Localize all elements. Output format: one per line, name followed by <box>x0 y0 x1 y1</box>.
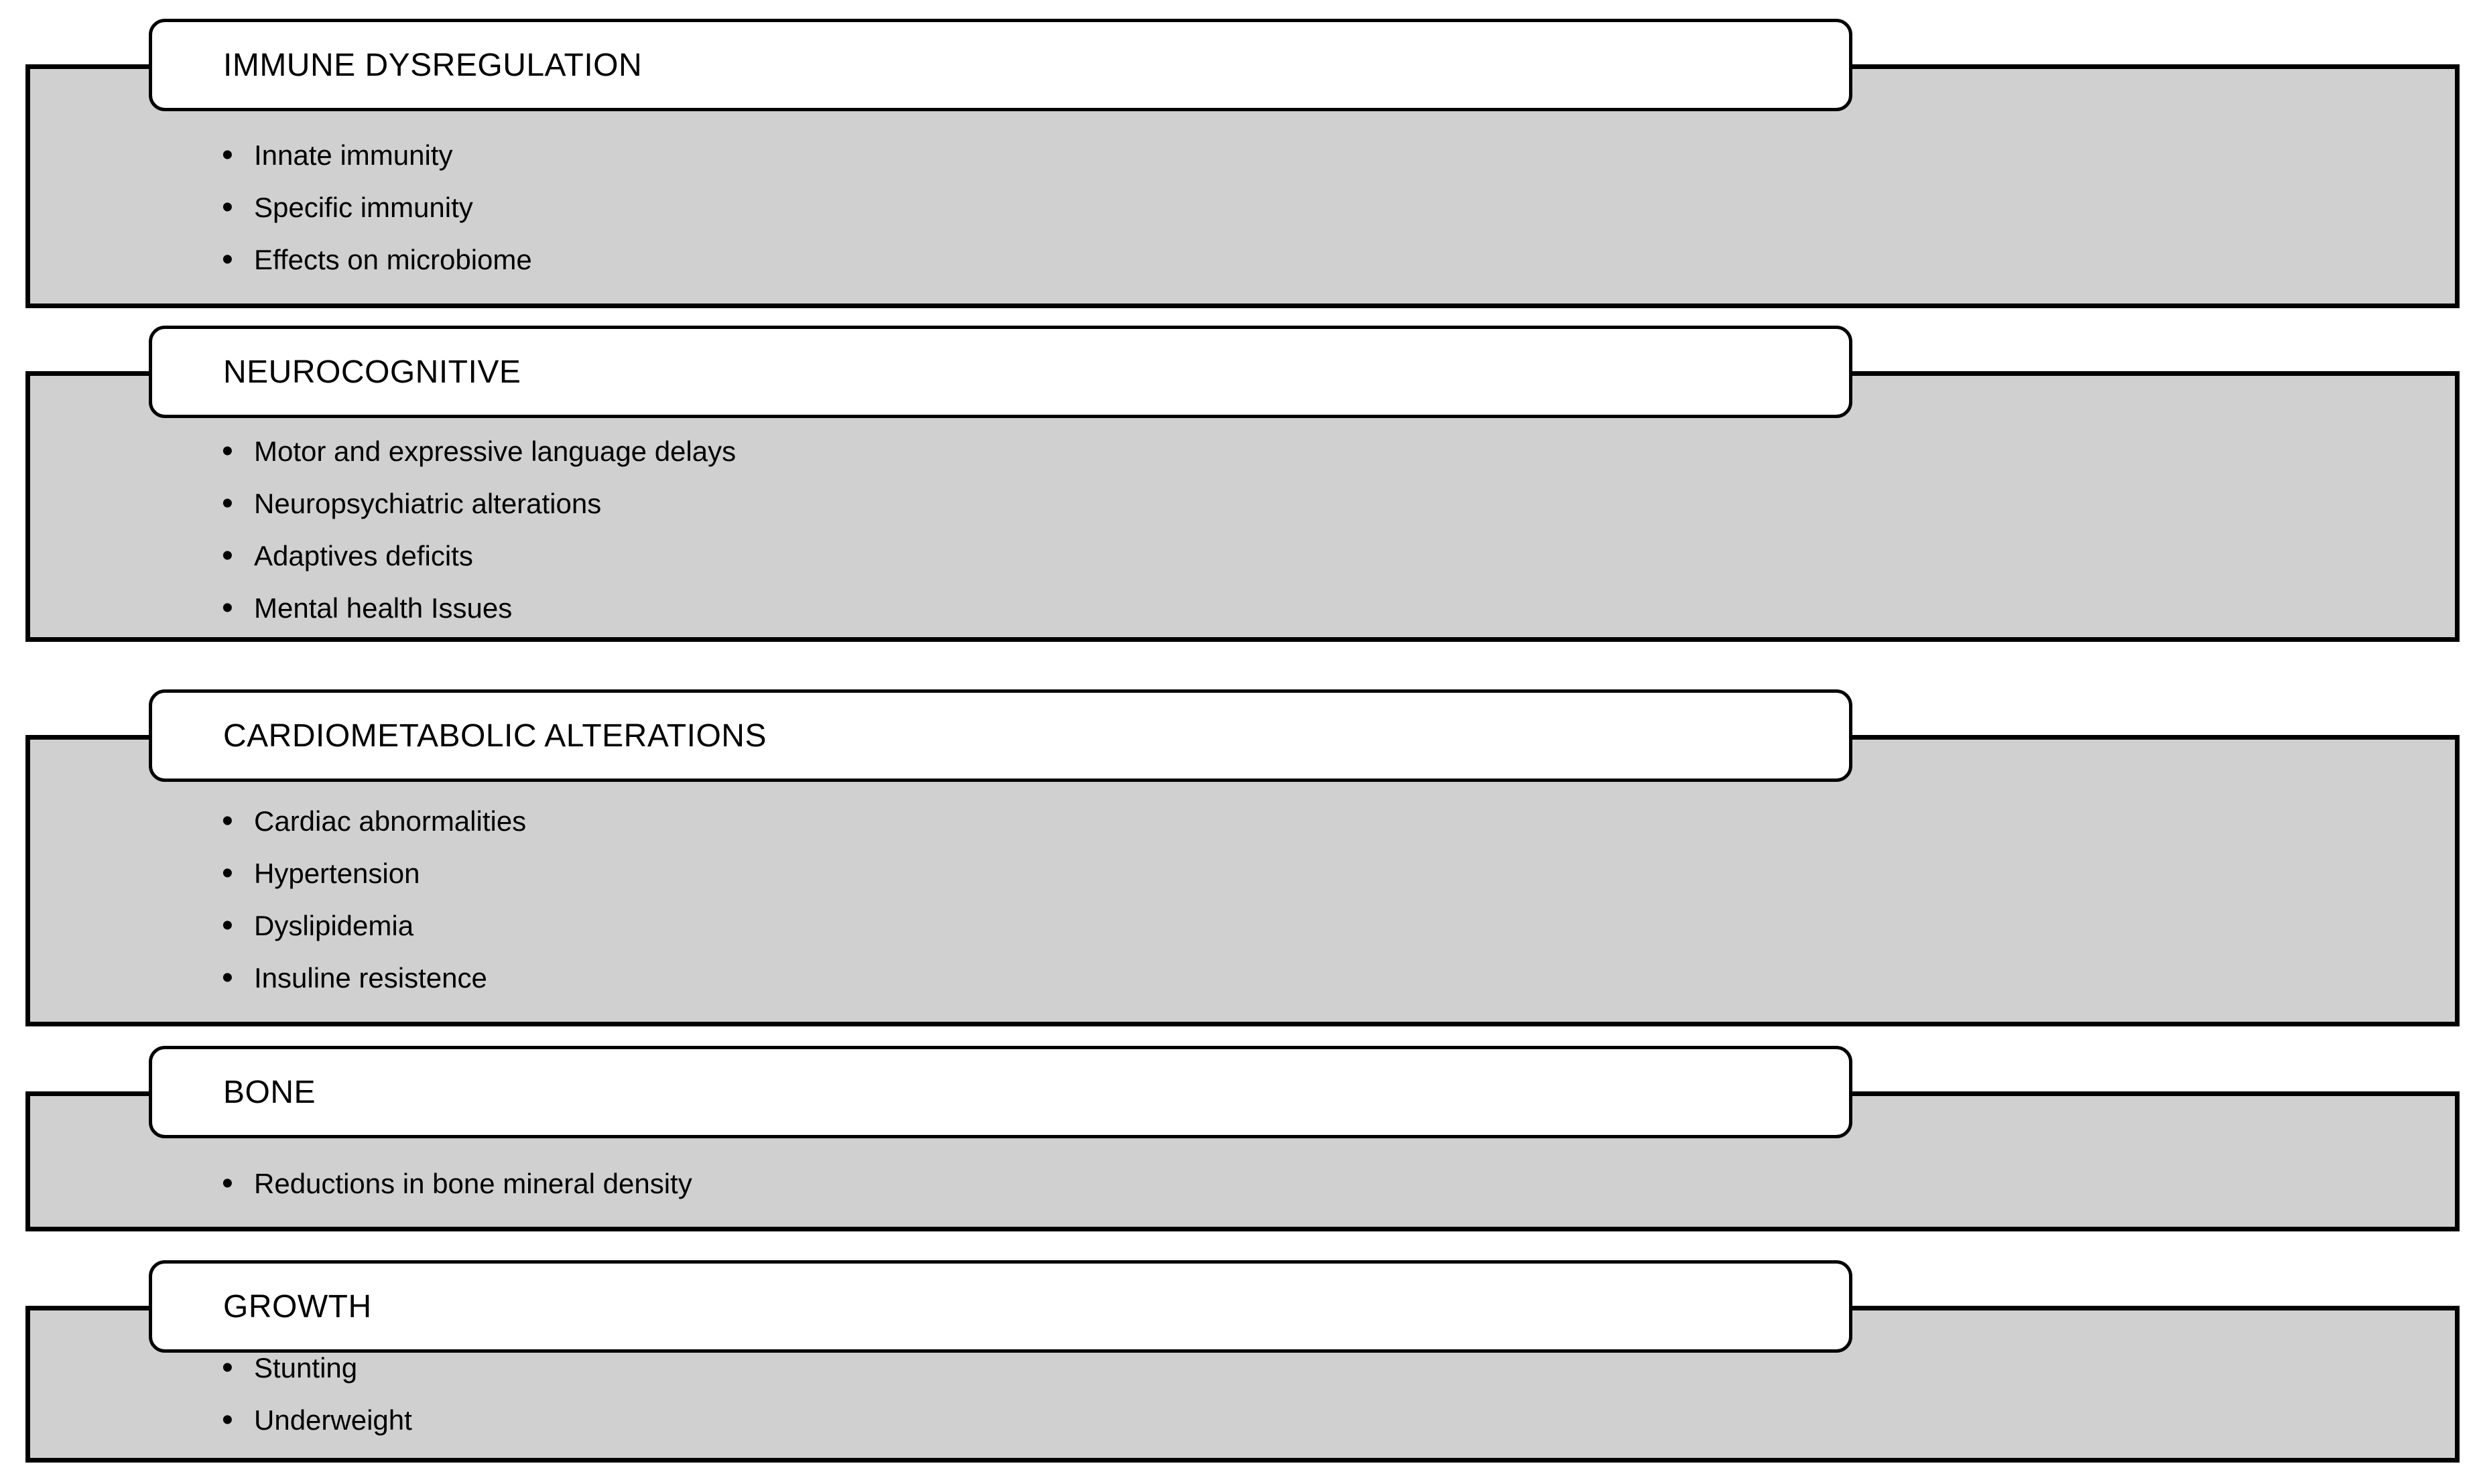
section-title: GROWTH <box>223 1288 372 1325</box>
bullet-item: Specific immunity <box>219 182 2428 234</box>
section-header-tab: BONE <box>149 1046 1852 1138</box>
bullet-item: Underweight <box>219 1394 2428 1446</box>
bullet-item: Reductions in bone mineral density <box>219 1158 2428 1210</box>
section-body-panel: Cardiac abnormalities Hypertension Dysli… <box>25 735 2460 1026</box>
bullet-item: Cardiac abnormalities <box>219 795 2428 848</box>
section-title: NEUROCOGNITIVE <box>223 354 521 390</box>
bullet-item: Motor and expressive language delays <box>219 425 2428 478</box>
section-header-tab: CARDIOMETABOLIC ALTERATIONS <box>149 689 1852 782</box>
bullet-item: Neuropsychiatric alterations <box>219 478 2428 530</box>
section-header-tab: IMMUNE DYSREGULATION <box>149 19 1852 111</box>
section-header-tab: NEUROCOGNITIVE <box>149 326 1852 418</box>
bullet-item: Dyslipidemia <box>219 900 2428 952</box>
bullet-list: Innate immunity Specific immunity Effect… <box>30 69 2455 286</box>
bullet-item: Adaptives deficits <box>219 530 2428 582</box>
bullet-item: Effects on microbiome <box>219 234 2428 286</box>
bullet-list: Cardiac abnormalities Hypertension Dysli… <box>30 740 2455 1004</box>
section-header-tab: GROWTH <box>149 1260 1852 1353</box>
bullet-item: Hypertension <box>219 848 2428 900</box>
section-title: BONE <box>223 1074 316 1110</box>
section-title: CARDIOMETABOLIC ALTERATIONS <box>223 718 767 754</box>
bullet-item: Mental health Issues <box>219 582 2428 634</box>
bullet-item: Stunting <box>219 1342 2428 1394</box>
bullet-list: Reductions in bone mineral density <box>30 1096 2455 1210</box>
bullet-list: Stunting Underweight <box>30 1310 2455 1446</box>
bullet-item: Insuline resistence <box>219 952 2428 1004</box>
bullet-list: Motor and expressive language delays Neu… <box>30 376 2455 634</box>
bullet-item: Innate immunity <box>219 129 2428 182</box>
section-title: IMMUNE DYSREGULATION <box>223 47 643 83</box>
